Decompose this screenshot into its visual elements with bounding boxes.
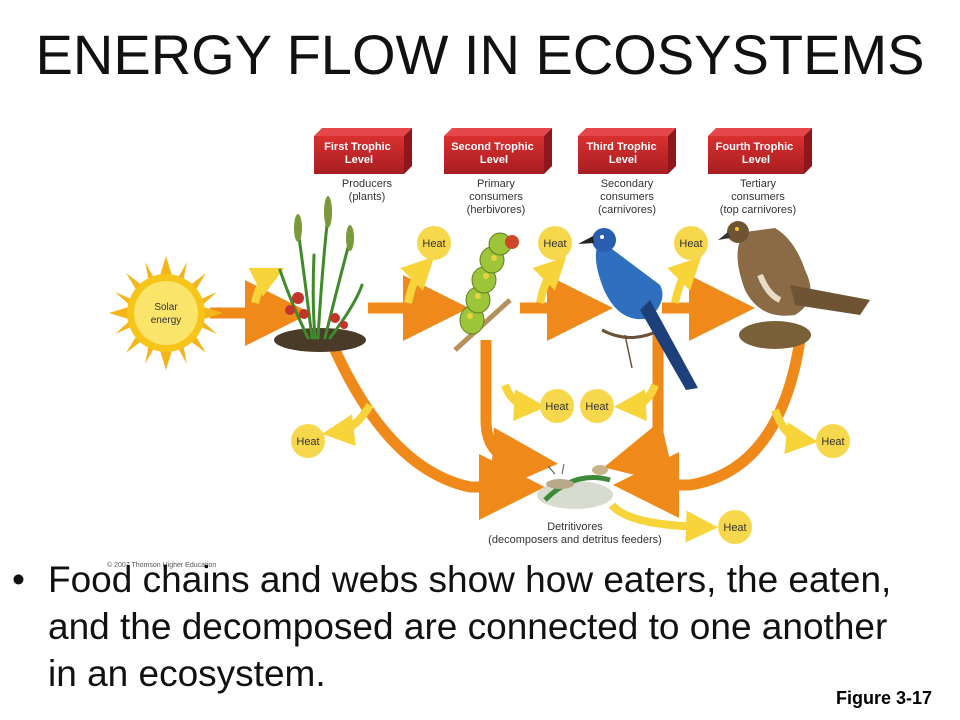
trophic-level-1: First Trophic Level — [314, 128, 412, 174]
heat-circle: Heat — [816, 424, 850, 458]
svg-text:Heat: Heat — [296, 436, 319, 448]
heat-circle: Heat — [291, 424, 325, 458]
level-1-line-2: Level — [345, 154, 373, 166]
svg-text:Heat: Heat — [585, 401, 608, 413]
figure-label: Figure 3-17 — [835, 688, 932, 708]
caterpillar-illustration — [453, 232, 519, 352]
bullet-text: Food chains and webs show how eaters, th… — [48, 559, 892, 694]
heat-circle: Heat — [417, 226, 451, 260]
slide-title: ENERGY FLOW IN ECOSYSTEMS — [35, 23, 925, 86]
svg-text:Heat: Heat — [679, 238, 702, 250]
trophic-level-4: Fourth Trophic Level — [708, 128, 812, 174]
trophic-level-3: Third Trophic Level — [578, 128, 676, 174]
heat-circle: Heat — [718, 510, 752, 544]
svg-text:Heat: Heat — [821, 436, 844, 448]
svg-text:Solar: Solar — [154, 302, 178, 313]
plants-illustration — [274, 196, 366, 352]
bird-illustration — [578, 228, 698, 390]
svg-text:Heat: Heat — [723, 522, 746, 534]
heat-circle: Heat — [674, 226, 708, 260]
svg-text:Heat: Heat — [422, 238, 445, 250]
level-1-line-1: First Trophic — [324, 141, 391, 153]
bullet-dot-icon: • — [12, 559, 25, 600]
sun-icon: Solar energy — [109, 256, 223, 370]
herbivores-to-detritivores-arrow — [480, 340, 558, 494]
producers-caption: Producers(plants) — [342, 178, 393, 203]
detritivores-caption: Detritivores(decomposers and detritus fe… — [488, 521, 662, 546]
heat-circles: Heat Heat Heat Heat Heat Heat Heat Heat — [291, 226, 850, 544]
svg-text:Fourth Trophic Level: Fourth Trophic Level — [716, 141, 797, 166]
heat-circle: Heat — [580, 389, 614, 423]
producers-to-detritivores-arrow — [330, 347, 545, 520]
top-carnivores-to-detritivores-arrow — [613, 339, 806, 518]
bullet-point: • Food chains and webs show how eaters, … — [12, 556, 912, 697]
svg-text:Heat: Heat — [545, 401, 568, 413]
heat-circle: Heat — [538, 226, 572, 260]
trophic-level-2: Second Trophic Level — [444, 128, 552, 174]
hawk-illustration — [718, 221, 870, 349]
detritivores-illustration — [537, 463, 613, 509]
svg-text:Third Trophic Level: Third Trophic Level — [586, 141, 659, 166]
heat-arrows — [248, 256, 818, 543]
svg-text:energy: energy — [151, 315, 182, 326]
heat-circle: Heat — [540, 389, 574, 423]
copyright-notice: © 2007 Thomson Higher Education — [107, 562, 217, 569]
svg-text:First Trophic Level: First Trophic Level — [324, 141, 394, 166]
svg-text:Second Trophic Level: Second Trophic Level — [451, 141, 537, 166]
svg-text:Heat: Heat — [543, 238, 566, 250]
